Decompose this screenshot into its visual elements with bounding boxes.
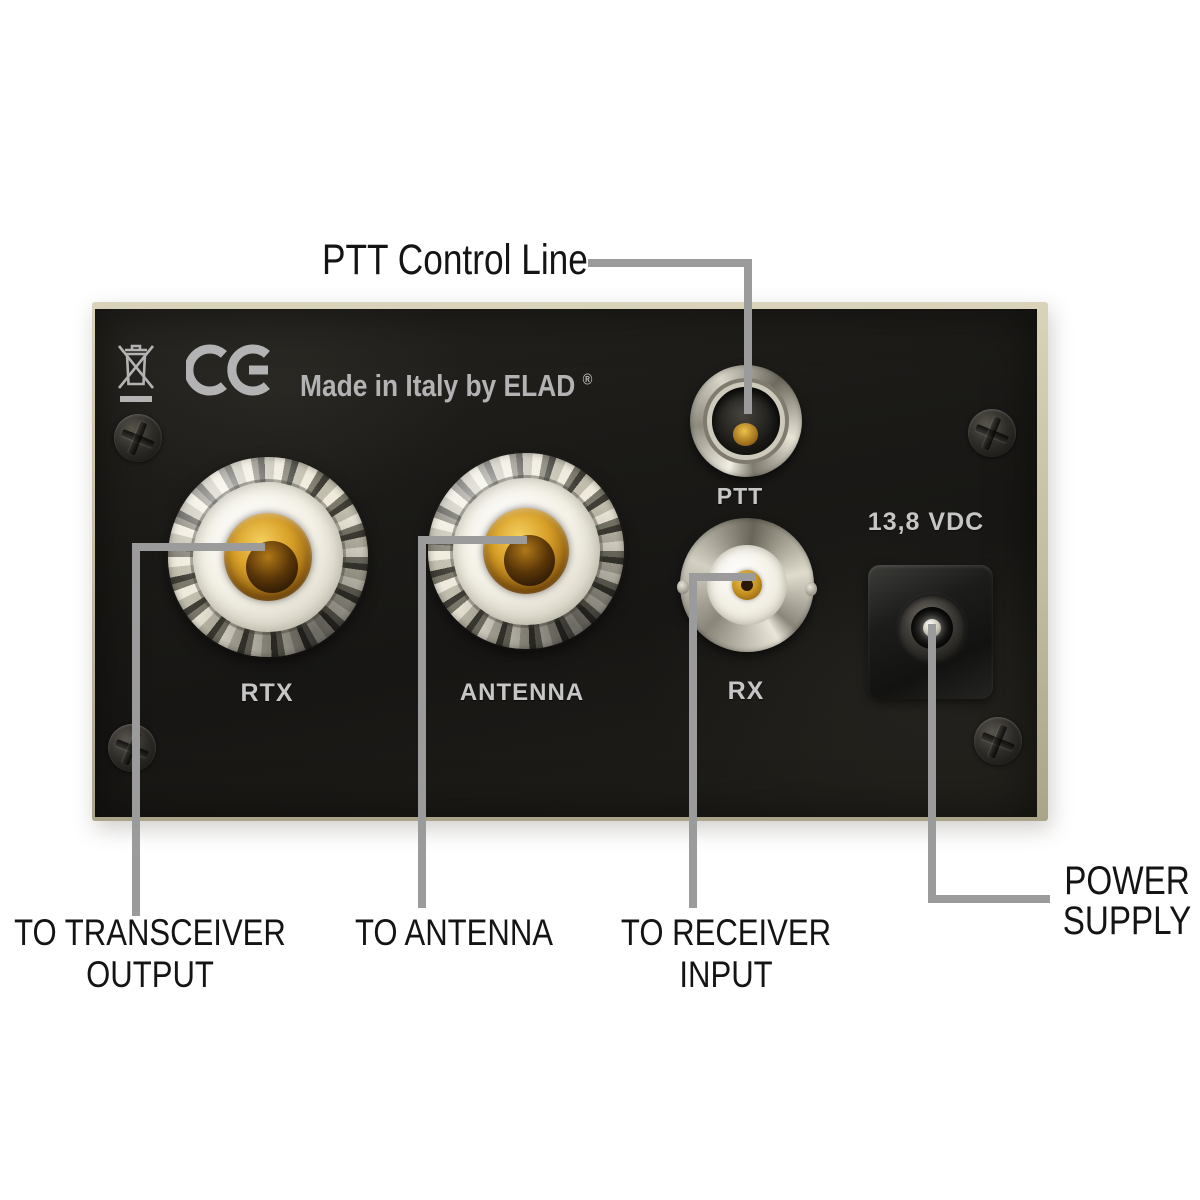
mounting-plate: Made in Italy by ELAD ® [92,302,1048,821]
jack-contact-glint [732,423,759,446]
ce-mark-icon [186,344,270,396]
rear-panel: Made in Italy by ELAD ® [95,309,1037,817]
rtx-callout-line-horizontal [132,543,265,551]
ptt-jack-connector [690,365,802,477]
to-receiver-line2: INPUT [679,954,773,995]
dc-voltage-label: 13,8 VDC [867,508,985,536]
made-in-italy-text: Made in Italy by ELAD ® [300,370,592,401]
rx-callout-line-vertical [689,573,697,908]
to-receiver-line1: TO RECEIVER [620,912,832,953]
rtx-callout-line-vertical [132,543,140,916]
ptt-control-line-label: PTT Control Line [322,236,588,284]
antenna-so239-connector [428,453,624,649]
to-receiver-input-label: TO RECEIVER INPUT [592,912,861,996]
screw-bottom-right [974,717,1022,765]
ptt-callout-line-horizontal [588,259,752,267]
weee-crossed-bin-icon [117,344,155,402]
rx-bnc-connector [677,518,817,652]
ptt-port-label: PTT [716,483,764,509]
bnc-bayonet-lug [805,582,817,597]
antenna-callout-line-horizontal [418,536,527,544]
ptt-callout-line-vertical [744,259,752,414]
rx-port-label: RX [727,677,765,705]
power-callout-line-vertical [928,624,936,903]
bnc-contact-hole [740,578,754,592]
power-supply-line1: POWER [1064,859,1190,903]
to-transceiver-line2: OUTPUT [86,954,214,995]
to-transceiver-line1: TO TRANSCEIVER [14,912,286,953]
to-antenna-label: TO ANTENNA [328,912,580,954]
screw-top-left [114,414,162,462]
power-supply-line2: SUPPLY [1062,899,1192,943]
rtx-so239-connector [168,457,368,657]
antenna-port-label: ANTENNA [459,679,585,706]
made-in-italy-label: Made in Italy by ELAD [300,368,576,403]
antenna-callout-line-vertical [418,536,426,908]
screw-top-right [968,409,1016,457]
registered-trademark-symbol: ® [582,371,593,389]
rtx-port-label: RTX [240,679,294,707]
rx-callout-line-horizontal [689,573,755,581]
bnc-bayonet-lug [677,579,689,594]
to-transceiver-output-label: TO TRANSCEIVER OUTPUT [0,912,318,996]
to-antenna-line1: TO ANTENNA [354,912,554,953]
power-supply-label: POWER SUPPLY [1044,861,1200,941]
power-callout-line-horizontal [928,895,1050,903]
